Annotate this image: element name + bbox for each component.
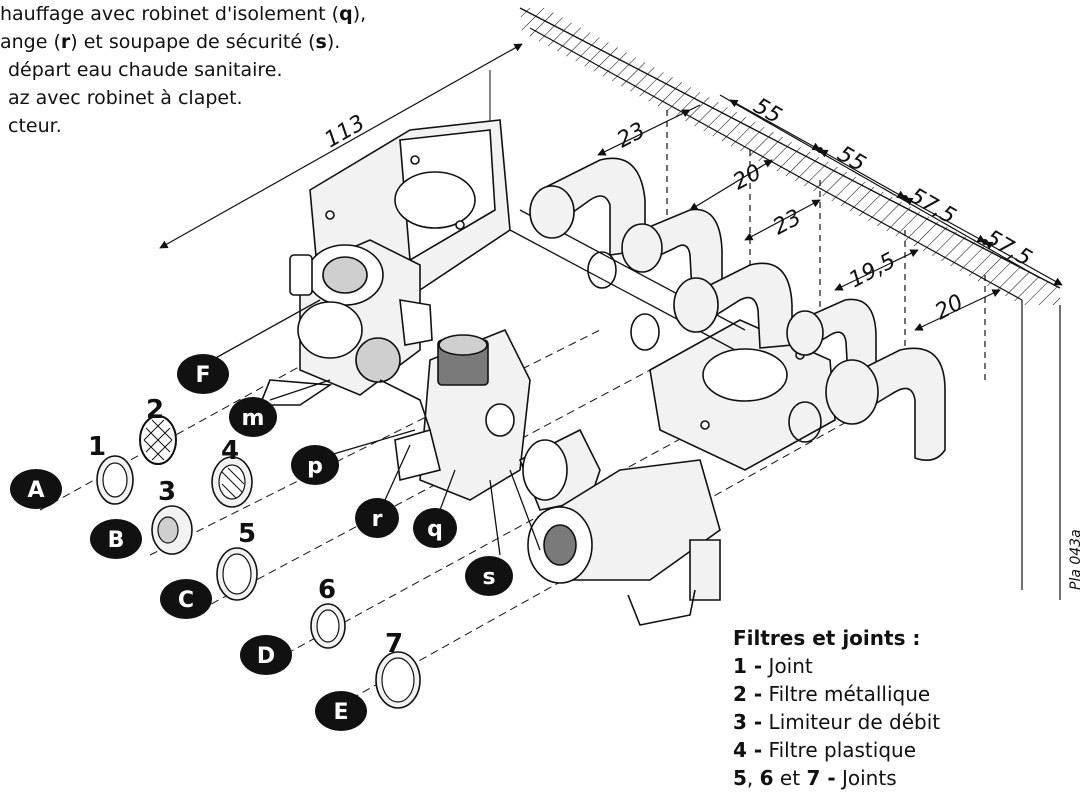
- svg-text:C: C: [178, 588, 194, 613]
- outlet-fittings: [518, 428, 721, 626]
- seal-6: [310, 603, 346, 649]
- filters-item-2: 2 - Filtre métallique: [733, 682, 931, 706]
- filters-item-3: 3 - Limiteur de débit: [733, 710, 941, 734]
- badge-e: E: [315, 691, 367, 731]
- badge-s: s: [465, 556, 513, 596]
- callout-1: 1: [88, 432, 106, 462]
- svg-text:A: A: [27, 478, 44, 503]
- dimension-lines: [159, 43, 1063, 380]
- pipe-elbows: [529, 157, 946, 461]
- valve-block: [258, 239, 531, 501]
- svg-text:D: D: [257, 644, 275, 669]
- legend-line-5: cteur.: [8, 115, 62, 137]
- badge-c: C: [160, 579, 212, 619]
- reference-code: Pla 043a: [1068, 529, 1084, 590]
- loose-rings: [587, 251, 822, 443]
- svg-text:r: r: [372, 507, 383, 532]
- callout-7: 7: [385, 629, 403, 659]
- filters-item-5-6-7: 5, 6 et 7 - Joints: [733, 766, 897, 790]
- badge-m: m: [229, 397, 277, 437]
- svg-text:B: B: [108, 528, 125, 553]
- filters-legend-title: Filtres et joints :: [733, 626, 921, 650]
- callout-5: 5: [238, 519, 256, 549]
- seal-5: [216, 547, 258, 601]
- dim-23-a: 23: [613, 118, 649, 153]
- svg-text:E: E: [333, 700, 348, 725]
- svg-text:p: p: [307, 454, 323, 479]
- svg-text:q: q: [427, 517, 443, 542]
- limiter-3: [151, 505, 193, 555]
- filter-4-plastic: [211, 456, 253, 508]
- callout-numbers: 1 2 3 4 5 6 7: [88, 395, 403, 659]
- filters-item-4: 4 - Filtre plastique: [733, 738, 916, 762]
- dim-113: 113: [321, 111, 370, 154]
- dim-20-a: 20: [729, 160, 765, 195]
- badge-d: D: [240, 635, 292, 675]
- badge-f: F: [177, 354, 229, 394]
- legend-line-1: hauffage avec robinet d'isolement (q),: [0, 3, 367, 25]
- badge-a: A: [10, 469, 62, 509]
- svg-text:F: F: [195, 363, 210, 388]
- seal-1: [96, 455, 134, 505]
- svg-text:s: s: [482, 565, 495, 590]
- pipe-badges: A B C D E F: [10, 354, 367, 731]
- callout-2: 2: [146, 395, 164, 425]
- badge-r: r: [355, 498, 399, 538]
- callout-4: 4: [221, 436, 239, 466]
- callout-3: 3: [158, 477, 176, 507]
- filters-item-1: 1 - Joint: [733, 654, 813, 678]
- badge-b: B: [90, 519, 142, 559]
- dim-19-5: 19,5: [845, 248, 900, 293]
- leader-lines: [211, 299, 541, 556]
- part-badges: m p r q s: [229, 397, 513, 596]
- svg-text:m: m: [242, 406, 265, 431]
- seal-7: [375, 651, 421, 709]
- filters-legend: Filtres et joints : 1 - Joint 2 - Filtre…: [733, 624, 940, 792]
- callout-6: 6: [318, 575, 336, 605]
- badge-p: p: [291, 445, 339, 485]
- badge-q: q: [413, 508, 457, 548]
- filter-2-metal: [139, 415, 177, 465]
